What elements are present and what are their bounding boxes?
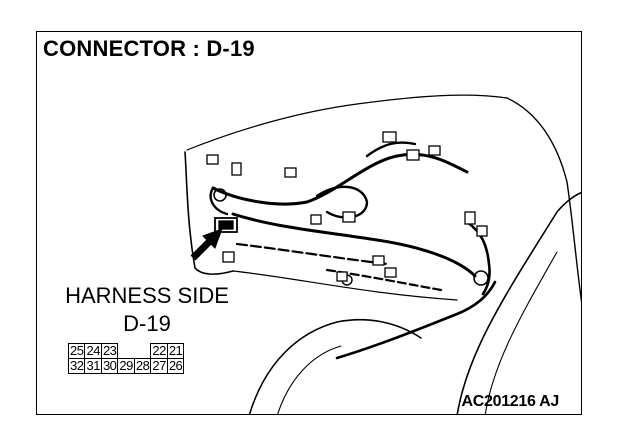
grommet-right [473,270,489,286]
connector-box [382,131,397,143]
pin-cell: 32 [67,358,86,374]
connector-box [310,214,322,225]
connector-box [206,154,219,165]
harness-loop [315,185,369,219]
connector-box [428,145,441,156]
pin-cell: 27 [150,358,168,374]
lower-arch-inner [277,345,342,414]
connector-box [372,255,385,266]
pin-row-bottom: 32 31 30 29 28 27 26 [67,358,185,374]
connector-box [342,211,356,223]
connector-box [406,149,420,161]
pin-cell-empty [117,343,135,359]
pin-cell: 26 [166,358,185,374]
connector-box [231,162,242,176]
connector-title: CONNECTOR : D-19 [43,36,255,61]
harness-upper-branch [365,141,417,158]
pointer-arrow [190,228,223,261]
harness-dashed-run [235,242,389,266]
hood-line [232,270,458,301]
reference-code: AC201216 AJ [461,393,559,410]
cowl-line [186,94,508,151]
connector-pin-grid: 25 24 23 22 21 32 31 30 29 28 27 26 [67,343,185,374]
connector-box [464,211,476,225]
harness-left-branch [209,186,229,216]
pin-cell: 28 [133,358,152,374]
pin-cell: 22 [150,343,168,359]
pin-cell: 21 [166,343,185,359]
front-wheel-arch [456,191,581,414]
lower-arch [248,318,422,414]
pin-cell: 29 [117,358,135,374]
connector-d19-inner [218,220,234,230]
harness-side-label: HARNESS SIDE D-19 [49,282,245,338]
harness-label-line1: HARNESS SIDE [65,283,229,308]
harness-main-middle [231,212,477,278]
pin-cell: 25 [67,343,86,359]
front-wheel-arch-inner [484,251,558,414]
pin-cell: 31 [84,358,102,374]
connector-box [222,251,235,263]
vehicle-harness-illustration [184,94,581,414]
pin-cell-empty [134,343,152,359]
connector-box [384,267,397,278]
grommet-left [213,188,227,202]
connector-box [476,225,488,237]
harness-main-upper [211,152,469,206]
connector-box [284,167,297,178]
body-panel-outline [184,151,234,275]
connector-box [336,271,348,282]
pin-cell: 30 [100,358,119,374]
pin-row-top: 25 24 23 22 21 [67,343,185,359]
pin-cell: 24 [84,343,102,359]
harness-label-line2: D-19 [123,311,171,336]
fender-top-line [506,97,581,303]
harness-lower-run [335,280,497,360]
pin-cell: 23 [100,343,119,359]
diagram-frame: CONNECTOR : D-19 [36,31,582,415]
